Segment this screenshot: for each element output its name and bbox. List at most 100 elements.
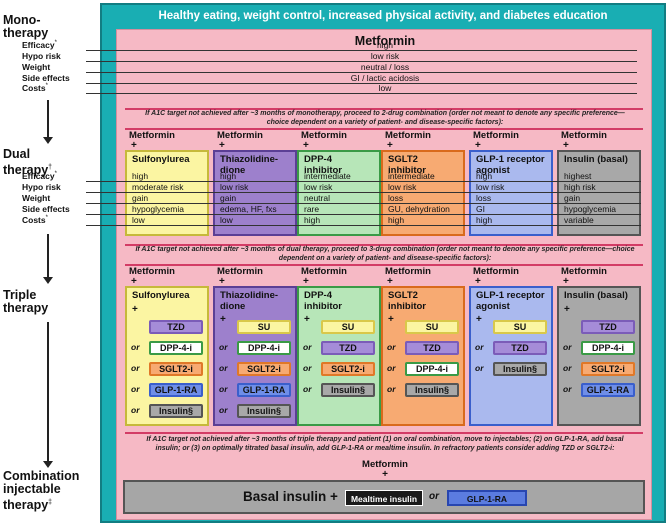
triple-or: or	[219, 342, 228, 352]
arrow-triple-to-combo	[43, 322, 53, 468]
basal-insulin-label: Basal insulin +	[243, 489, 338, 504]
dual-metformin-head-0: Metformin	[129, 130, 175, 141]
triple-inner-plus: +	[220, 314, 226, 325]
mono-row-label-mark: *	[45, 83, 48, 90]
dual-option-value: low	[132, 215, 145, 225]
dual-row-label-4: Costs*	[22, 215, 48, 225]
dual-option-value: low risk	[388, 182, 417, 192]
dual-option-value: rare	[304, 204, 320, 214]
mono-guide-line	[86, 93, 637, 94]
dual-plus-3: +	[387, 140, 393, 151]
triple-plus-3: +	[387, 276, 393, 287]
mono-row-label-4: Costs*	[22, 83, 48, 93]
dual-metformin-head-1: Metformin	[217, 130, 263, 141]
dual-footnote-mark: †	[48, 164, 53, 171]
triple-or: or	[563, 384, 572, 394]
mono-value-0: high	[376, 40, 394, 50]
combination-injectable-box: Basal insulin + Mealtime insulin or GLP-…	[123, 480, 645, 514]
dual-option-value: moderate risk	[132, 182, 184, 192]
triple-inner-plus: +	[132, 304, 138, 315]
dual-metformin-head-4: Metformin	[473, 130, 519, 141]
triple-chip-su: SU	[493, 320, 547, 334]
dual-option-name: Insulin (basal)	[564, 154, 628, 165]
dual-option-value: loss	[388, 193, 404, 203]
stage-combo-text: Combination injectable therapy	[3, 469, 80, 513]
mono-row-label-1: Hypo risk	[22, 51, 61, 61]
triple-or: or	[475, 342, 484, 352]
triple-or: or	[131, 405, 140, 415]
triple-or: or	[303, 342, 312, 352]
dual-option-value: GI	[476, 204, 485, 214]
triple-metformin-head-4: Metformin	[473, 266, 519, 277]
triple-chip-su: SU	[237, 320, 291, 334]
dual-row-label-mark: *	[45, 215, 48, 222]
triple-or: or	[563, 363, 572, 373]
dual-metformin-head-3: Metformin	[385, 130, 431, 141]
triple-inner-plus: +	[388, 314, 394, 325]
triple-or: or	[475, 363, 484, 373]
triple-or: or	[219, 405, 228, 415]
dual-option-value: edema, HF, fxs	[220, 204, 277, 214]
triple-chip-tzd: TZD	[405, 341, 459, 355]
mono-row-label-text: Side effects	[22, 73, 70, 83]
dual-guide-line	[86, 225, 641, 226]
triple-chip-glp1ra: GLP-1-RA	[237, 383, 291, 397]
triple-option-name: GLP-1 receptor agonist	[476, 290, 545, 312]
triple-chip-sglt2i: SGLT2-i	[149, 362, 203, 376]
triple-chip-sglt2i: SGLT2-i	[321, 362, 375, 376]
mono-guide-line	[86, 72, 637, 73]
mono-row-label-0: Efficacy*	[22, 40, 57, 50]
dual-option-value: low	[220, 215, 233, 225]
triple-or: or	[387, 342, 396, 352]
combo-or: or	[429, 491, 439, 502]
dual-option-value: variable	[564, 215, 594, 225]
mono-row-label-text: Efficacy	[22, 40, 55, 50]
triple-or: or	[219, 363, 228, 373]
dual-guide-line	[86, 203, 641, 204]
mono-value-2: neutral / loss	[360, 62, 410, 72]
dual-plus-5: +	[563, 140, 569, 151]
mono-guide-line	[86, 50, 637, 51]
mono-guide-line	[86, 83, 637, 84]
dual-option-name: SGLT2 inhibitor	[388, 154, 426, 176]
dual-row-label-mark: *	[54, 171, 57, 178]
triple-or: or	[131, 342, 140, 352]
triple-inner-plus: +	[564, 304, 570, 315]
dual-option-value: high	[220, 171, 237, 181]
triple-or: or	[131, 384, 140, 394]
dual-option-value: high	[476, 171, 493, 181]
triple-or: or	[387, 363, 396, 373]
glp1-ra-chip: GLP-1-RA	[447, 490, 527, 506]
dual-option-name: DPP-4 inhibitor	[304, 154, 342, 176]
triple-chip-dpp4i: DPP-4-i	[581, 341, 635, 355]
triple-plus-1: +	[219, 276, 225, 287]
arrow-mono-to-dual	[43, 100, 53, 144]
triple-or: or	[387, 384, 396, 394]
triple-chip-sglt2i: SGLT2-i	[237, 362, 291, 376]
dual-option-value: gain	[132, 193, 149, 203]
mono-guide-line	[86, 61, 637, 62]
dual-plus-0: +	[131, 140, 137, 151]
triple-option-name: Thiazolidine- dione	[220, 290, 279, 312]
note-dual-to-triple: If A1C target not achieved after ~3 mont…	[135, 246, 635, 262]
dual-option-value: high	[388, 215, 405, 225]
divider-3	[125, 244, 643, 246]
mono-row-label-text: Hypo risk	[22, 51, 61, 61]
divider-5	[125, 432, 643, 434]
triple-or: or	[131, 363, 140, 373]
dual-option-name: Sulfonylurea	[132, 154, 190, 165]
triple-chip-su: SU	[405, 320, 459, 334]
dual-option-value: high	[304, 215, 321, 225]
dual-option-name: Thiazolidine- dione	[220, 154, 279, 176]
combo-plus: +	[382, 469, 388, 480]
stage-dual-therapy: Dual therapy†	[3, 147, 53, 177]
dual-option-value: GU, dehydration	[388, 204, 450, 214]
dual-option-value: neutral	[304, 193, 330, 203]
stage-triple-therapy: Triple therapy	[3, 288, 49, 315]
dual-row-label-1: Hypo risk	[22, 182, 61, 192]
